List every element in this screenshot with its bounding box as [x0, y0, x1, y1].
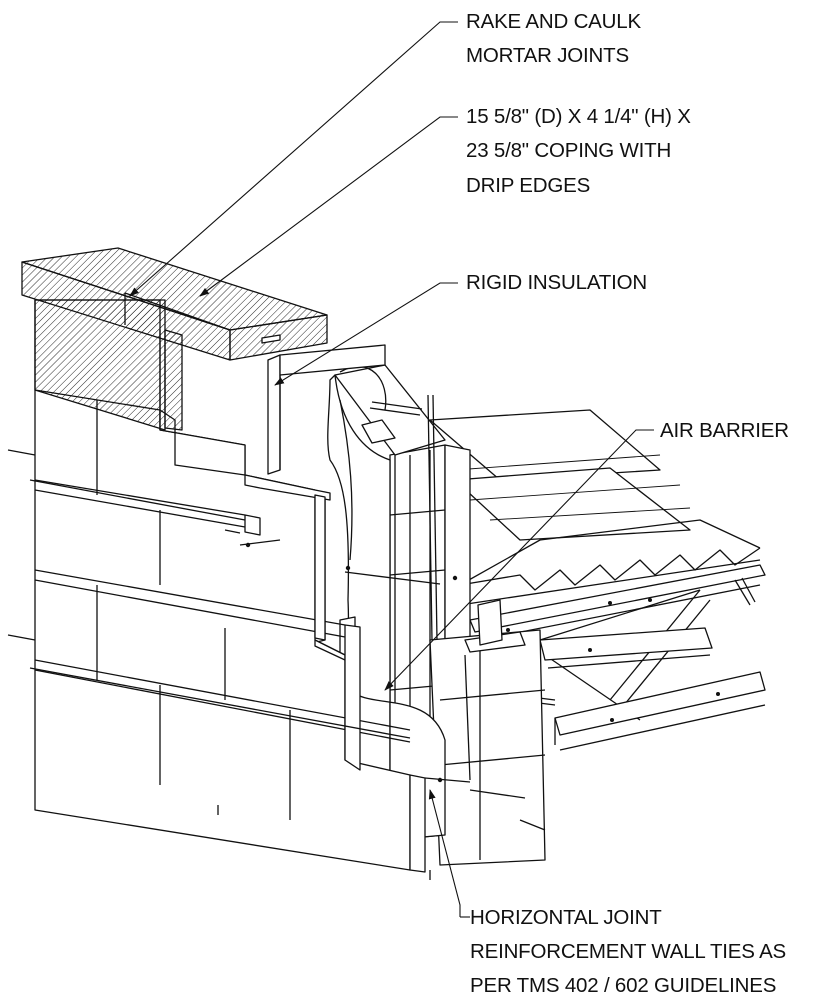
rigid-insulation-leader: [274, 282, 458, 386]
callout-line: REINFORCEMENT WALL TIES AS: [470, 940, 786, 963]
callout-line: RAKE AND CAULK: [466, 10, 641, 33]
callout-line: 23 5/8" COPING WITH: [466, 139, 671, 162]
coping-leader: [199, 116, 458, 297]
callout-line: HORIZONTAL JOINT: [470, 906, 662, 929]
joint-reinforcement-leader: [428, 789, 461, 917]
callout-line: 15 5/8" (D) X 4 1/4" (H) X: [466, 105, 691, 128]
steel-roof-framing: [429, 409, 766, 751]
callout-rigid-insulation: RIGID INSULATION: [466, 271, 647, 294]
veneer-masonry-wall: [7, 299, 546, 880]
coping-and-parapet: [21, 247, 328, 431]
callout-air-barrier: AIR BARRIER: [660, 419, 789, 442]
rake-caulk-leader: [129, 21, 458, 297]
callout-leaders: [129, 21, 654, 918]
callout-line: RIGID INSULATION: [466, 271, 647, 294]
callout-joint-reinforcement: HORIZONTAL JOINT REINFORCEMENT WALL TIES…: [470, 906, 786, 997]
callout-coping: 15 5/8" (D) X 4 1/4" (H) X 23 5/8" COPIN…: [466, 105, 691, 197]
callout-line: PER TMS 402 / 602 GUIDELINES: [470, 974, 776, 997]
air-barrier-leader: [384, 429, 654, 691]
callout-line: MORTAR JOINTS: [466, 44, 629, 67]
callout-line: DRIP EDGES: [466, 174, 590, 197]
callout-line: AIR BARRIER: [660, 419, 789, 442]
callout-rake-and-caulk: RAKE AND CAULK MORTAR JOINTS: [466, 10, 642, 67]
